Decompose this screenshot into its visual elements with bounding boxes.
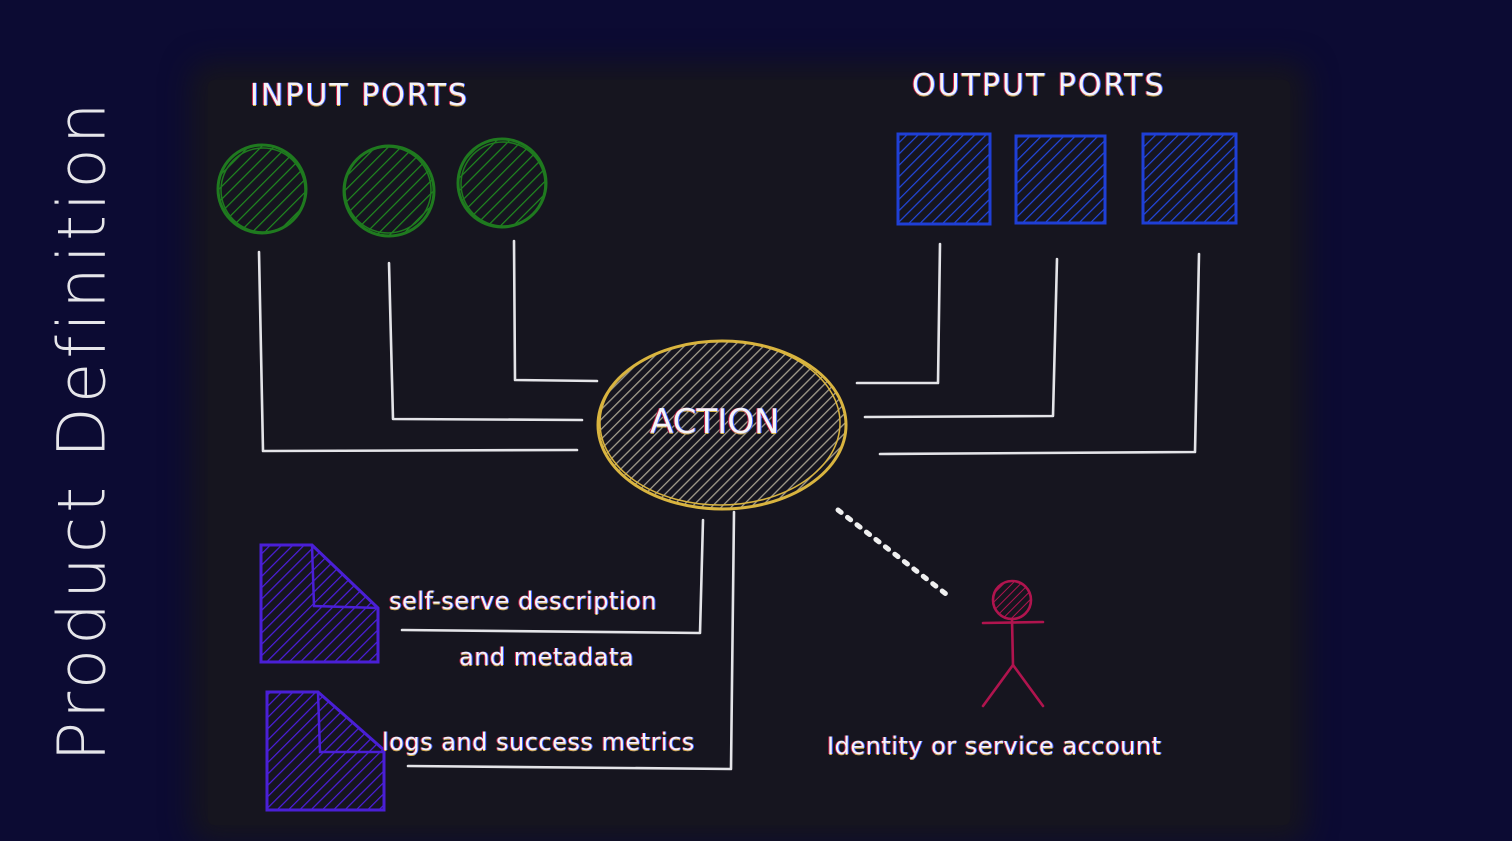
metadata-connector <box>400 518 705 635</box>
input-port-3 <box>456 137 548 229</box>
action-node <box>596 339 848 511</box>
identity-dotted-link <box>835 507 949 597</box>
identity-stick-figure-icon <box>981 579 1045 708</box>
output-ports-label: OUTPUT PORTS <box>912 68 1166 103</box>
logs-connector <box>406 510 736 771</box>
input-port-2 <box>342 144 436 238</box>
logs-label: logs and success metrics <box>382 728 695 756</box>
output-connector-3 <box>878 252 1201 456</box>
input-connector-3 <box>512 239 599 383</box>
identity-label: Identity or service account <box>827 732 1162 760</box>
input-connector-1 <box>257 250 579 453</box>
input-ports-label: INPUT PORTS <box>250 78 469 113</box>
output-connector-2 <box>863 257 1059 419</box>
input-port-1 <box>216 143 308 235</box>
input-connector-2 <box>387 261 584 422</box>
output-port-3 <box>1141 132 1238 225</box>
output-port-2 <box>1014 134 1107 225</box>
output-port-1 <box>896 132 992 226</box>
metadata-label-line1: self-serve description <box>389 587 657 615</box>
action-label: ACTION <box>650 402 780 442</box>
output-connector-1 <box>855 242 942 385</box>
metadata-label-line2: and metadata <box>459 643 635 671</box>
document-icon-logs <box>265 690 386 812</box>
document-icon-metadata <box>259 543 380 664</box>
